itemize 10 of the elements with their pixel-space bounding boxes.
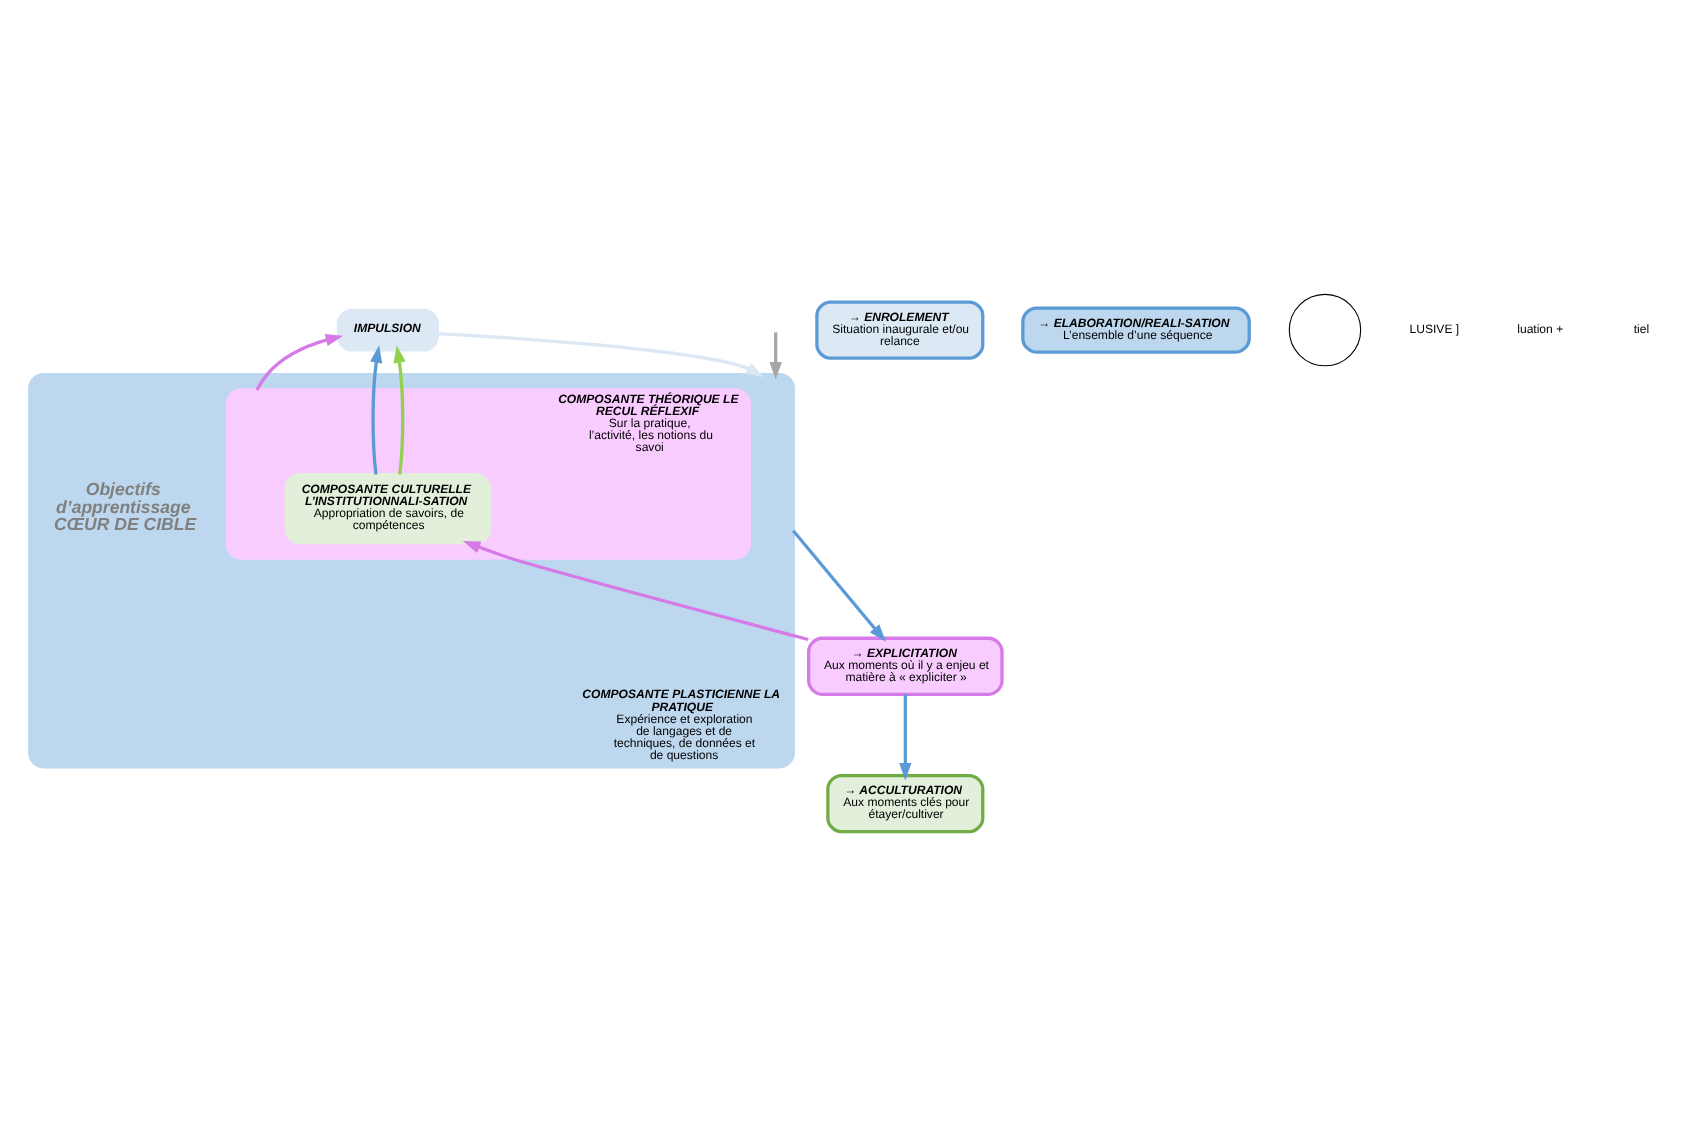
arrow — [899, 694, 912, 781]
arrow — [462, 540, 809, 642]
arrow — [792, 529, 886, 642]
node-circle — [1288, 293, 1362, 367]
node-text: Objectifs d’apprentissage CŒUR DE CIBLE — [53, 479, 197, 535]
arrow — [255, 334, 344, 391]
arrow — [370, 345, 383, 475]
arrow — [437, 332, 764, 378]
arrow — [769, 332, 782, 380]
arrow — [393, 345, 406, 475]
